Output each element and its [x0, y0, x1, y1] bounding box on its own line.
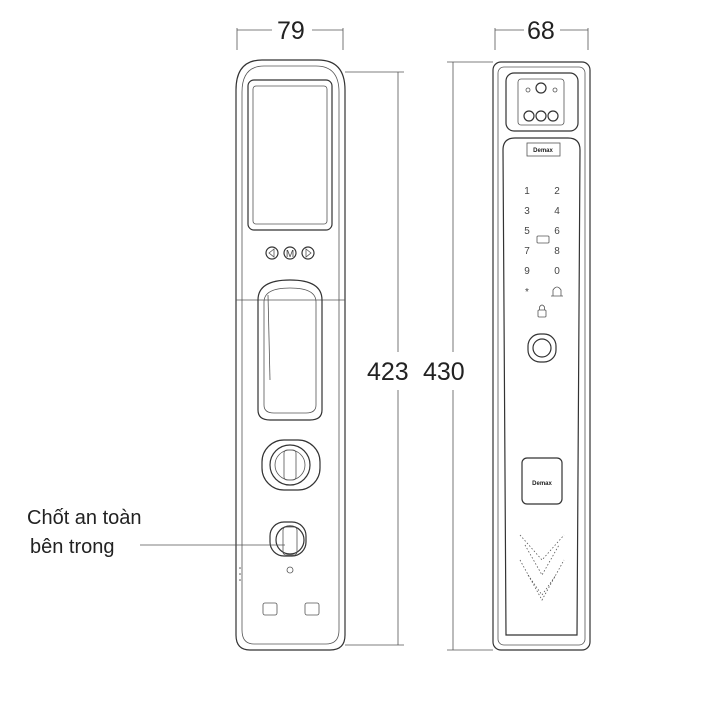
safety-latch-callout: Chốt an toàn bên trong — [27, 507, 285, 558]
lock-icon — [304, 602, 320, 616]
front-view: M — [235, 59, 346, 651]
safety-latch-housing — [269, 521, 307, 557]
nfc-area — [521, 457, 563, 505]
key-5: 5 — [524, 226, 530, 237]
dimension-side-width: 68 — [494, 17, 589, 50]
safety-latch-knob — [275, 525, 305, 555]
key-3: 3 — [524, 206, 530, 217]
front-width-label: 79 — [277, 17, 305, 45]
callout-line1: Chốt an toàn — [27, 507, 142, 529]
speaker-grille — [519, 534, 565, 601]
key-star: * — [525, 287, 529, 298]
nfc-logo-text: Demax — [532, 481, 552, 487]
key-1: 1 — [524, 186, 530, 197]
side-view: Demax 1 2 3 4 5 6 7 8 9 0 * Demax — [492, 61, 591, 651]
key-9: 9 — [524, 266, 530, 277]
key-0: 0 — [554, 266, 560, 277]
camera-module — [505, 72, 579, 132]
key-7: 7 — [524, 246, 530, 257]
dimension-side-height: 430 — [423, 61, 493, 651]
dimension-front-height: 423 — [345, 71, 409, 646]
brand-logo — [526, 142, 561, 157]
key-cylinder-housing — [261, 439, 321, 491]
unlock-icon — [262, 602, 278, 616]
key-2: 2 — [554, 186, 560, 197]
front-height-label: 423 — [367, 358, 409, 386]
brand-logo-text: Demax — [533, 148, 553, 154]
camera-icon — [535, 82, 547, 94]
keypad-panel — [502, 137, 581, 636]
right-arrow-button — [301, 246, 315, 260]
bell-icon — [551, 286, 563, 297]
key-4: 4 — [554, 206, 560, 217]
handle — [257, 279, 323, 421]
menu-button-label: M — [286, 249, 294, 260]
key-cylinder — [269, 444, 311, 486]
fingerprint-sensor — [527, 333, 557, 363]
key-8: 8 — [554, 246, 560, 257]
callout-line2: bên trong — [30, 536, 115, 558]
dimension-front-width: 79 — [236, 17, 344, 50]
side-height-label: 430 — [423, 358, 465, 386]
touch-screen — [247, 79, 333, 231]
menu-button — [283, 246, 297, 260]
lock-icon — [537, 309, 547, 318]
key-6: 6 — [554, 226, 560, 237]
side-width-label: 68 — [527, 17, 555, 45]
card-reader-icon — [536, 235, 550, 244]
left-arrow-button — [265, 246, 279, 260]
